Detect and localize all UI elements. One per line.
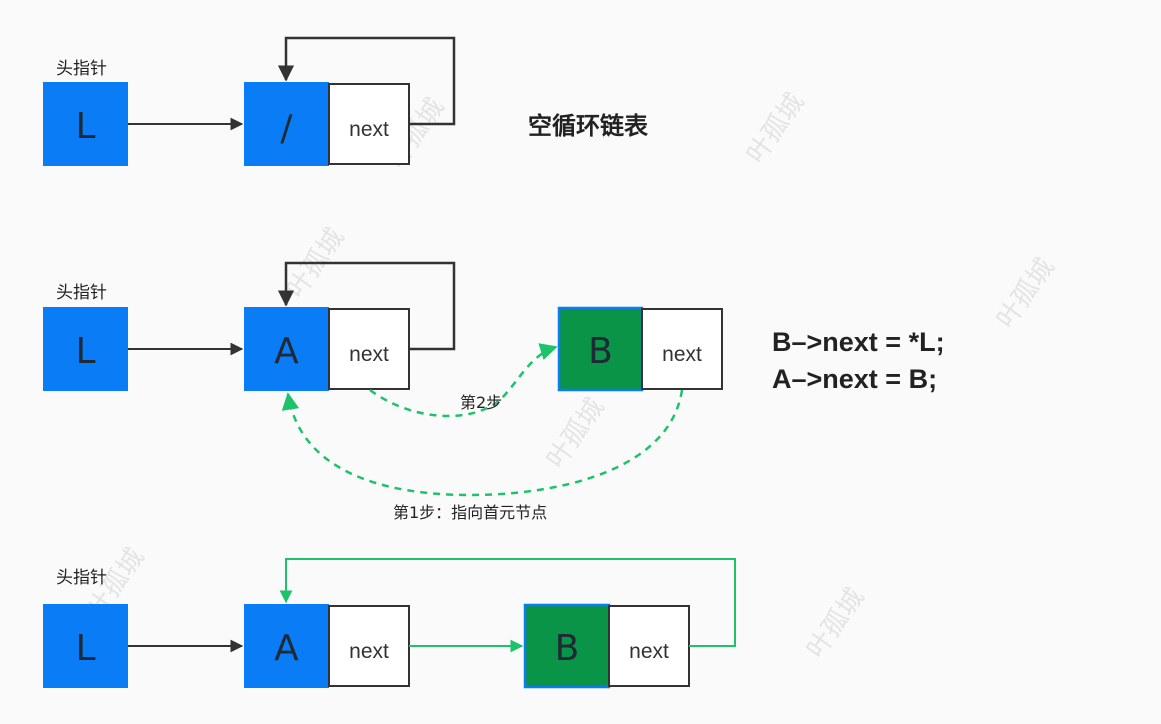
head-pointer-box: [43, 307, 128, 391]
code-line-2: A–>next = B;: [772, 364, 937, 394]
node-next-text: next: [349, 118, 389, 141]
node-data-text: /: [280, 108, 293, 149]
head-pointer-box: [43, 604, 128, 688]
head-pointer-text: L: [75, 331, 95, 372]
node-a-next-cell: [328, 308, 410, 390]
head-pointer-label: 头指针: [56, 568, 107, 588]
step2-dashed-arrow: [369, 343, 558, 418]
node-b-data-text: B: [555, 628, 580, 669]
node-a-next-cell: [328, 605, 410, 687]
head-pointer-text: L: [75, 628, 95, 669]
node-b-data-cell: [557, 306, 644, 392]
node-data-cell: [244, 82, 329, 166]
step1-label: 第1步：指向首元节点: [393, 503, 547, 522]
head-pointer-box: [43, 82, 128, 166]
self-loop-arrow: [277, 261, 456, 351]
head-pointer-label: 头指针: [56, 283, 107, 303]
node-a-data-text: A: [274, 628, 299, 669]
node-b-data-text: B: [588, 331, 613, 372]
node-b-next-cell: [641, 308, 723, 390]
watermark: 叶孤城: [801, 583, 870, 664]
head-pointer-text: L: [75, 106, 95, 147]
node-b-next-text: next: [629, 640, 669, 663]
node-a-data-cell: [244, 604, 329, 688]
section-result: 头指针 L A next B next: [43, 558, 736, 689]
section-empty-list: 头指针 L / next 空循环链表: [43, 36, 649, 166]
self-loop-arrow: [277, 36, 456, 126]
step2-label: 第2步: [460, 393, 502, 412]
head-pointer-label: 头指针: [56, 59, 107, 79]
node-b-next-text: next: [662, 343, 702, 366]
node-b-data-cell: [523, 603, 611, 689]
node-b-next-cell: [608, 605, 690, 687]
b-to-a-loop-arrow: [279, 558, 736, 647]
node-a-data-text: A: [274, 331, 299, 372]
node-a-next-text: next: [349, 640, 389, 663]
code-line-1: B–>next = *L;: [772, 327, 945, 357]
watermark: 叶孤城: [991, 253, 1060, 334]
node-next-cell: [328, 83, 410, 165]
section-insert: 头指针 L A next B next 第2步 第1步：指向首元节点 B–>ne…: [43, 261, 945, 522]
node-a-data-cell: [244, 307, 329, 391]
section-title: 空循环链表: [528, 112, 649, 140]
watermark: 叶孤城: [741, 88, 810, 169]
node-a-next-text: next: [349, 343, 389, 366]
step1-dashed-arrow: [281, 389, 684, 497]
watermark: 叶孤城: [541, 393, 610, 474]
